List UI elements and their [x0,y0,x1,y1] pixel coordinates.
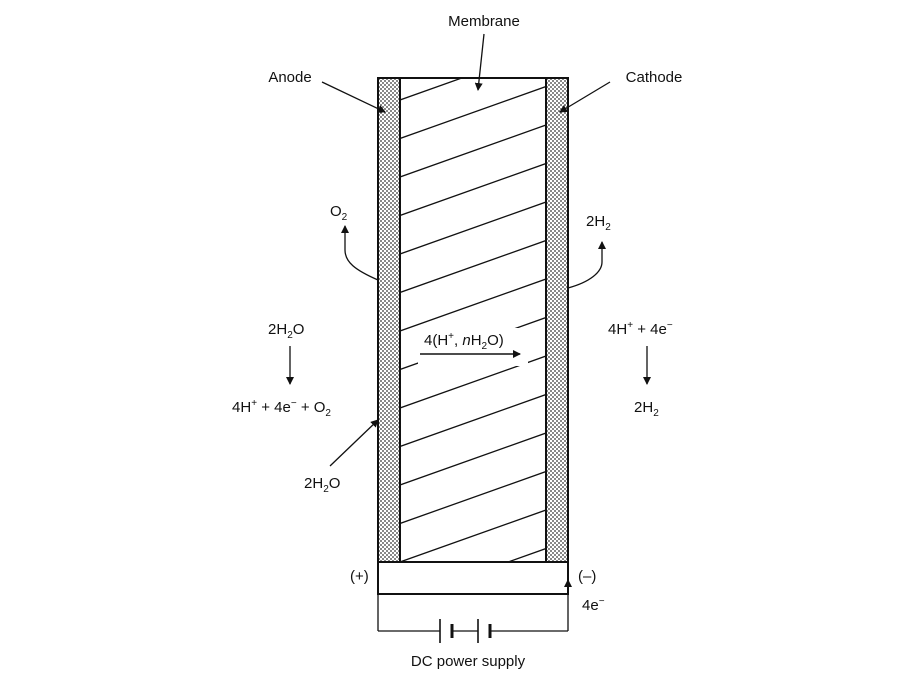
cathode-pointer [559,81,611,113]
electrons-label: 4e− [582,596,605,614]
membrane-hatch-line [400,85,546,140]
membrane-hatch-line [400,78,464,101]
membrane [399,77,547,563]
membrane-hatch-line [400,470,546,525]
positive-terminal-label: (+) [350,568,369,585]
membrane-hatch-line [400,393,546,448]
cathode-reactant-label: 4H+ + 4e− [608,320,673,338]
water-inlet-arrow [329,419,379,467]
anode-electrode [377,77,401,563]
power-supply-label: DC power supply [411,653,526,670]
battery-symbol [439,619,492,643]
membrane-hatch-line [400,432,546,486]
cathode-label: Cathode [626,69,683,86]
anode-pointer [321,81,386,113]
membrane-label: Membrane [448,13,520,30]
oxygen-outlet-arrow [341,225,379,281]
membrane-hatch-line [400,201,546,255]
cell-base [377,561,569,595]
hydrogen-product-label: 2H2 [586,213,611,233]
anode-label: Anode [268,69,311,86]
membrane-hatch-line [400,124,546,178]
membrane-hatch-line [400,162,546,217]
anode-product-label: 4H+ + 4e− + O2 [232,398,331,419]
membrane-pointer [474,33,485,91]
membrane-hatch-line [506,547,546,562]
hydrogen-outlet-arrow [567,241,606,289]
proton-transport-label: 4(H+, nH2O) [424,331,504,352]
transport-label-background [418,328,528,366]
cathode-product-label: 2H2 [634,399,659,419]
water-inlet-label: 2H2O [304,475,340,495]
oxygen-product-label: O2 [330,203,348,223]
negative-terminal-label: (–) [578,568,596,585]
membrane-hatch-line [400,509,546,562]
membrane-hatch-line [400,278,546,332]
cathode-electrode [545,77,569,563]
membrane-hatch-line [400,239,546,294]
anode-reactant-label: 2H2O [268,321,304,341]
